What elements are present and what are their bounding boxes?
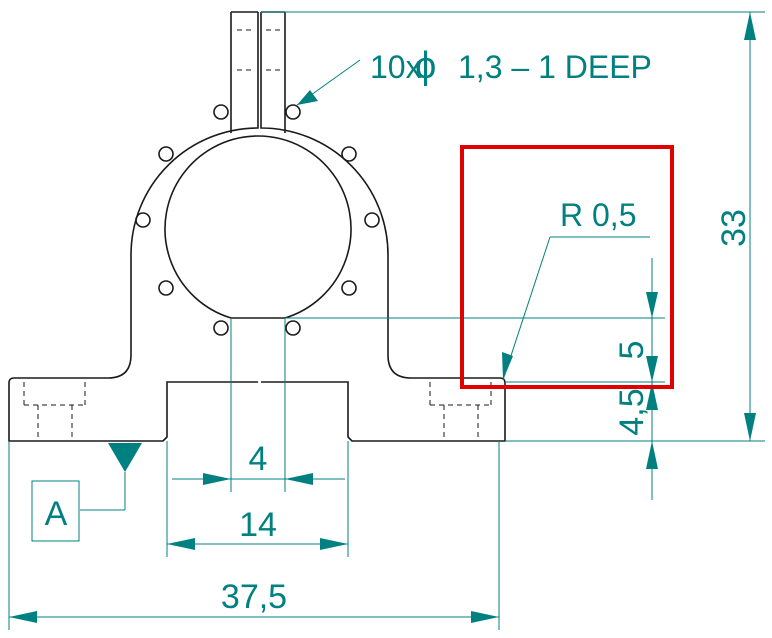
dim-boss-width: 14 bbox=[166, 441, 349, 557]
highlight-box bbox=[460, 145, 674, 389]
hole-note-count: 10x bbox=[370, 49, 422, 85]
hole bbox=[364, 212, 380, 228]
radius-label: R 0,5 bbox=[560, 197, 636, 233]
hole bbox=[213, 320, 229, 336]
dim-base-label: 4,5 bbox=[613, 388, 651, 435]
hole bbox=[285, 104, 301, 120]
hole-note-text: 1,3 – 1 DEEP bbox=[458, 49, 652, 85]
part-outline bbox=[8, 11, 506, 442]
dim-total-height-label: 33 bbox=[715, 209, 753, 247]
bracket-right-profile bbox=[260, 12, 506, 442]
datum-label: A bbox=[45, 495, 68, 533]
radius-callout: R 0,5 bbox=[502, 197, 650, 381]
bracket-left-profile bbox=[8, 12, 259, 442]
small-holes bbox=[135, 104, 380, 336]
dim-slot-width: 4 bbox=[172, 318, 345, 492]
dim-step-label: 5 bbox=[613, 341, 651, 360]
hidden-lines bbox=[23, 29, 492, 441]
split-tab-right bbox=[261, 11, 286, 133]
hole bbox=[158, 280, 174, 296]
main-bore bbox=[164, 135, 352, 319]
dim-total-width: 37,5 bbox=[8, 441, 500, 630]
split-tab-left bbox=[230, 11, 258, 133]
dim-slot-label: 4 bbox=[249, 440, 268, 478]
hole bbox=[341, 146, 357, 162]
hole bbox=[285, 320, 301, 336]
dim-boss-label: 14 bbox=[239, 506, 277, 544]
hole bbox=[213, 104, 229, 120]
dim-total-width-label: 37,5 bbox=[221, 578, 287, 616]
dim-total-height: 33 bbox=[261, 11, 765, 442]
hole-callout: 10x ϕ 1,3 – 1 DEEP bbox=[296, 45, 652, 106]
hole bbox=[341, 280, 357, 296]
datum-a: A bbox=[31, 443, 142, 542]
dim-step-and-base: 5 4,5 bbox=[285, 258, 665, 500]
hole bbox=[135, 212, 151, 228]
diameter-symbol: ϕ bbox=[415, 45, 436, 87]
hole bbox=[158, 146, 174, 162]
